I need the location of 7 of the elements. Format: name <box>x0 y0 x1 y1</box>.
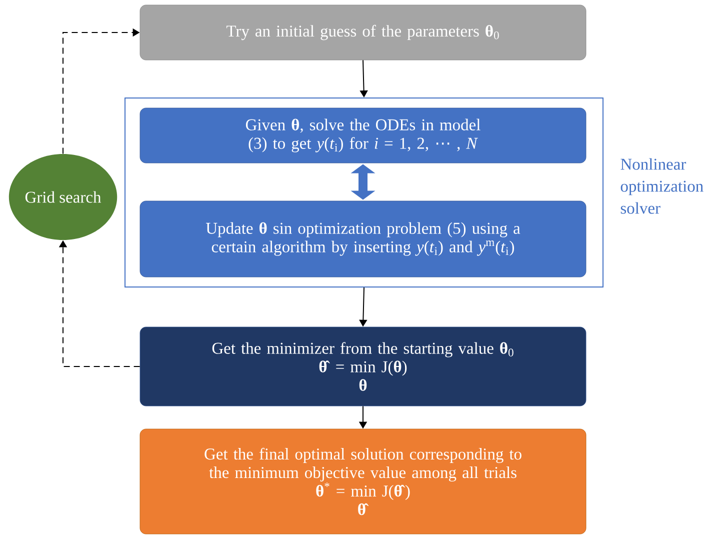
process-box: Update θ sin optimization problem (5) using a certain algorithm by inserting y(t$_{i}$) and y$^{m}$(t$_{i}$) <box>140 200 586 278</box>
process-box: Try an initial guess of the parameters θ$_{0}$ <box>140 4 586 60</box>
group-label: Nonlinear optimization solver <box>620 158 704 214</box>
process-box: Given θ, solve the ODEs in model (3) to get y(t$_{i}$) for i = 1, 2, ⋯ , N <box>140 108 586 164</box>
result-box: Get the final optimal solution corresponding to the minimum objective value among all trials θ$^{*}$ = min J(θ̂) θ̂ <box>140 428 586 534</box>
arrow <box>350 164 376 200</box>
process-box: Get the minimizer from the starting value θ$_{0}$ θ̂ = min J(θ) θ <box>140 326 586 406</box>
